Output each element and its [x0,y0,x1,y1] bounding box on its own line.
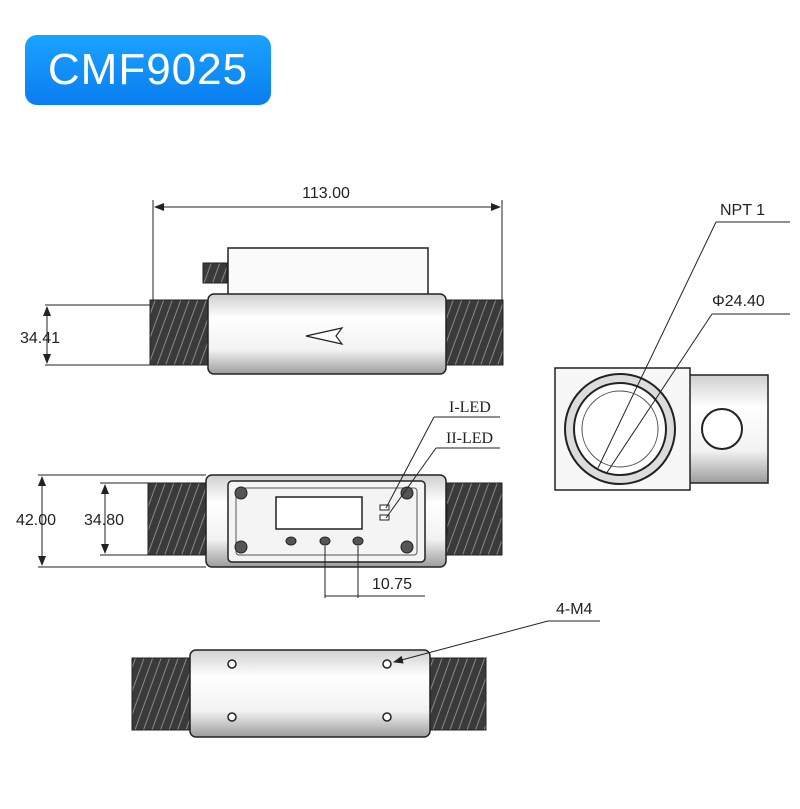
button-2 [319,536,331,546]
m4-hole-br [382,712,392,722]
diameter-callout: Φ24.40 [712,293,765,310]
front-panel-inner [235,487,418,556]
lcd-display [275,496,363,530]
bore-circle [581,390,659,468]
left-thread [149,299,213,366]
bottom-left-thread [131,657,195,731]
m4-hole-tr [382,659,392,669]
end-view: NPT 1 Φ24.40 [554,202,790,491]
front-left-thread [147,482,209,556]
holes-callout: 4-M4 [556,601,593,618]
panel-screw-tl [234,486,248,500]
outer-height-dimension: 42.00 [16,512,56,529]
thread-callout: NPT 1 [720,202,765,219]
model-title: CMF9025 [47,45,249,94]
panel-screw-tr [400,486,414,500]
top-height-dimension: 34.41 [20,330,60,347]
button-3 [352,536,364,546]
display-housing [227,247,429,297]
led-1-icon [379,504,390,511]
button-1 [285,536,297,546]
end-port-circle [701,408,743,450]
m4-hole-bl [227,712,237,722]
bottom-view: 4-M4 [131,601,600,738]
m4-hole-tl [227,659,237,669]
length-dimension: 113.00 [302,185,350,202]
button-spacing-dimension: 10.75 [372,576,412,593]
bottom-right-thread [427,657,487,731]
panel-screw-bl [234,540,248,554]
bottom-body [189,649,431,738]
panel-screw-br [400,540,414,554]
top-view: 113.00 34.41 [20,185,504,375]
right-thread [444,299,504,366]
front-view: I-LED II-LED 10.75 42.00 34.80 [16,399,503,598]
model-title-badge: CMF9025 [25,35,271,105]
led-2-icon [379,514,390,521]
led-2-label: II-LED [446,430,493,447]
front-right-thread [443,482,503,556]
flow-arrow-icon [305,327,344,345]
cable-gland [202,262,228,284]
inner-height-dimension: 34.80 [84,512,124,529]
led-1-label: I-LED [449,399,491,416]
